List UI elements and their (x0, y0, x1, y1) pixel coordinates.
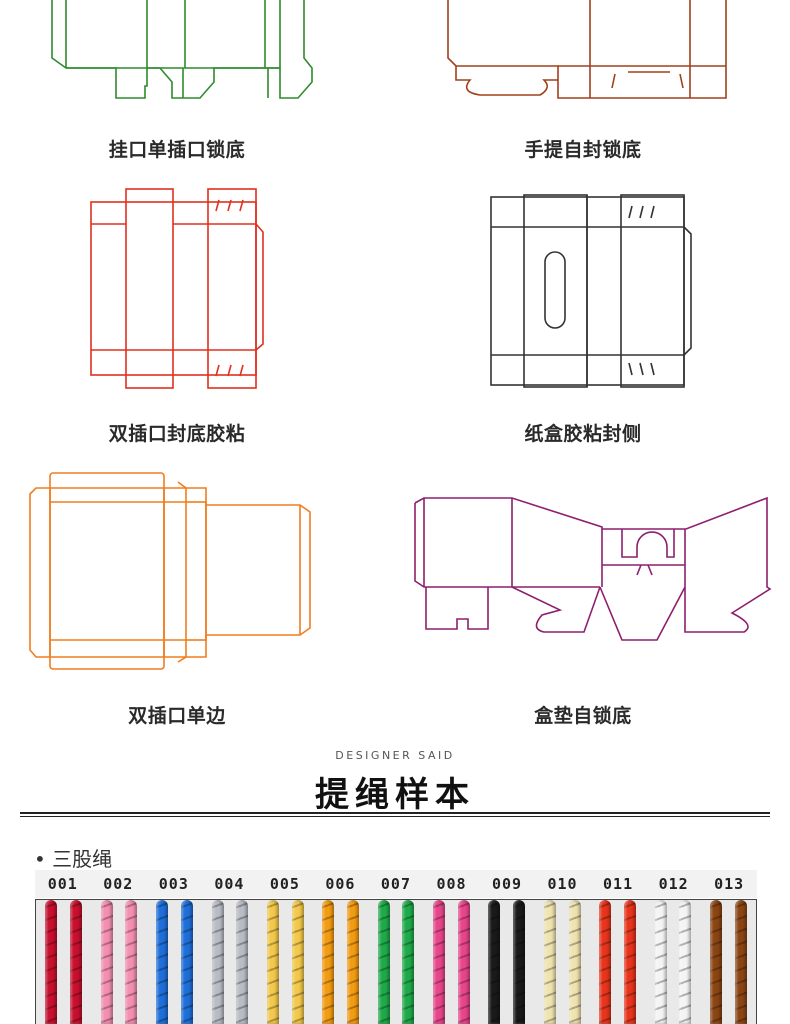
rope-sample (424, 900, 479, 1024)
rope-sample (645, 900, 700, 1024)
box-diagram-glued-side-seal (488, 192, 698, 392)
rope-strand (346, 900, 359, 1024)
rope-sample (36, 900, 91, 1024)
rope-strand (679, 900, 692, 1024)
rope-strand (457, 900, 470, 1024)
rope-strand (236, 900, 249, 1024)
rope-code: 012 (658, 875, 689, 893)
three-strand-rope-heading: • 三股绳 (34, 847, 113, 871)
rope-strand (156, 900, 169, 1024)
rope-code: 011 (603, 875, 634, 893)
divider (20, 816, 770, 817)
box-label-1: 挂口单插口锁底 (108, 139, 246, 161)
rope-strand (45, 900, 58, 1024)
rope-code: 008 (436, 875, 467, 893)
rope-code-bar: 001 002 003 004 005 006 007 008 009 010 … (35, 870, 757, 898)
rope-strand (654, 900, 667, 1024)
divider (20, 812, 770, 814)
box-diagram-tray-self-lock-bottom (412, 495, 777, 650)
box-label-3: 双插口封底胶粘 (108, 423, 246, 445)
rope-code: 005 (269, 875, 300, 893)
rope-code: 001 (47, 875, 78, 893)
rope-sample (258, 900, 313, 1024)
rope-strand (291, 900, 304, 1024)
rope-code: 010 (547, 875, 578, 893)
rope-strand (734, 900, 747, 1024)
rope-strand (623, 900, 636, 1024)
rope-code: 003 (158, 875, 189, 893)
rope-sample (202, 900, 257, 1024)
rope-sample-title: 提绳样本 (315, 775, 475, 815)
box-label-2: 手提自封锁底 (524, 139, 642, 161)
box-label-5: 双插口单边 (128, 705, 226, 727)
rope-strand (180, 900, 193, 1024)
rope-sample (91, 900, 146, 1024)
rope-strand (402, 900, 415, 1024)
rope-strand (568, 900, 581, 1024)
rope-sample (313, 900, 368, 1024)
rope-sample (368, 900, 423, 1024)
rope-strand (543, 900, 556, 1024)
box-diagram-double-tuck-glued-bottom (88, 186, 268, 391)
rope-strand (488, 900, 501, 1024)
rope-strand (599, 900, 612, 1024)
rope-code: 007 (380, 875, 411, 893)
rope-strand (377, 900, 390, 1024)
rope-strand (513, 900, 526, 1024)
rope-strand (433, 900, 446, 1024)
rope-sample (590, 900, 645, 1024)
rope-strand (70, 900, 83, 1024)
rope-strand (266, 900, 279, 1024)
rope-strand (322, 900, 335, 1024)
rope-strand (100, 900, 113, 1024)
box-label-4: 纸盒胶粘封侧 (524, 423, 642, 445)
rope-sample (147, 900, 202, 1024)
box-label-6: 盒垫自锁底 (534, 705, 632, 727)
rope-strand (211, 900, 224, 1024)
rope-code: 006 (325, 875, 356, 893)
rope-code: 009 (491, 875, 523, 893)
rope-code: 002 (103, 875, 134, 893)
rope-sample (535, 900, 590, 1024)
rope-strand (710, 900, 723, 1024)
box-diagram-handle-self-seal-lock-bottom (440, 0, 735, 105)
box-diagram-hang-tab-lock-bottom (40, 0, 320, 105)
rope-sample (701, 900, 756, 1024)
rope-code: 013 (714, 875, 745, 893)
rope-photo-strip (35, 899, 757, 1024)
rope-code: 004 (214, 875, 245, 893)
box-diagram-double-tuck-single-side (28, 470, 318, 675)
rope-strand (125, 900, 138, 1024)
rope-sample (479, 900, 534, 1024)
designer-said-tagline: DESIGNER SAID (335, 749, 455, 762)
